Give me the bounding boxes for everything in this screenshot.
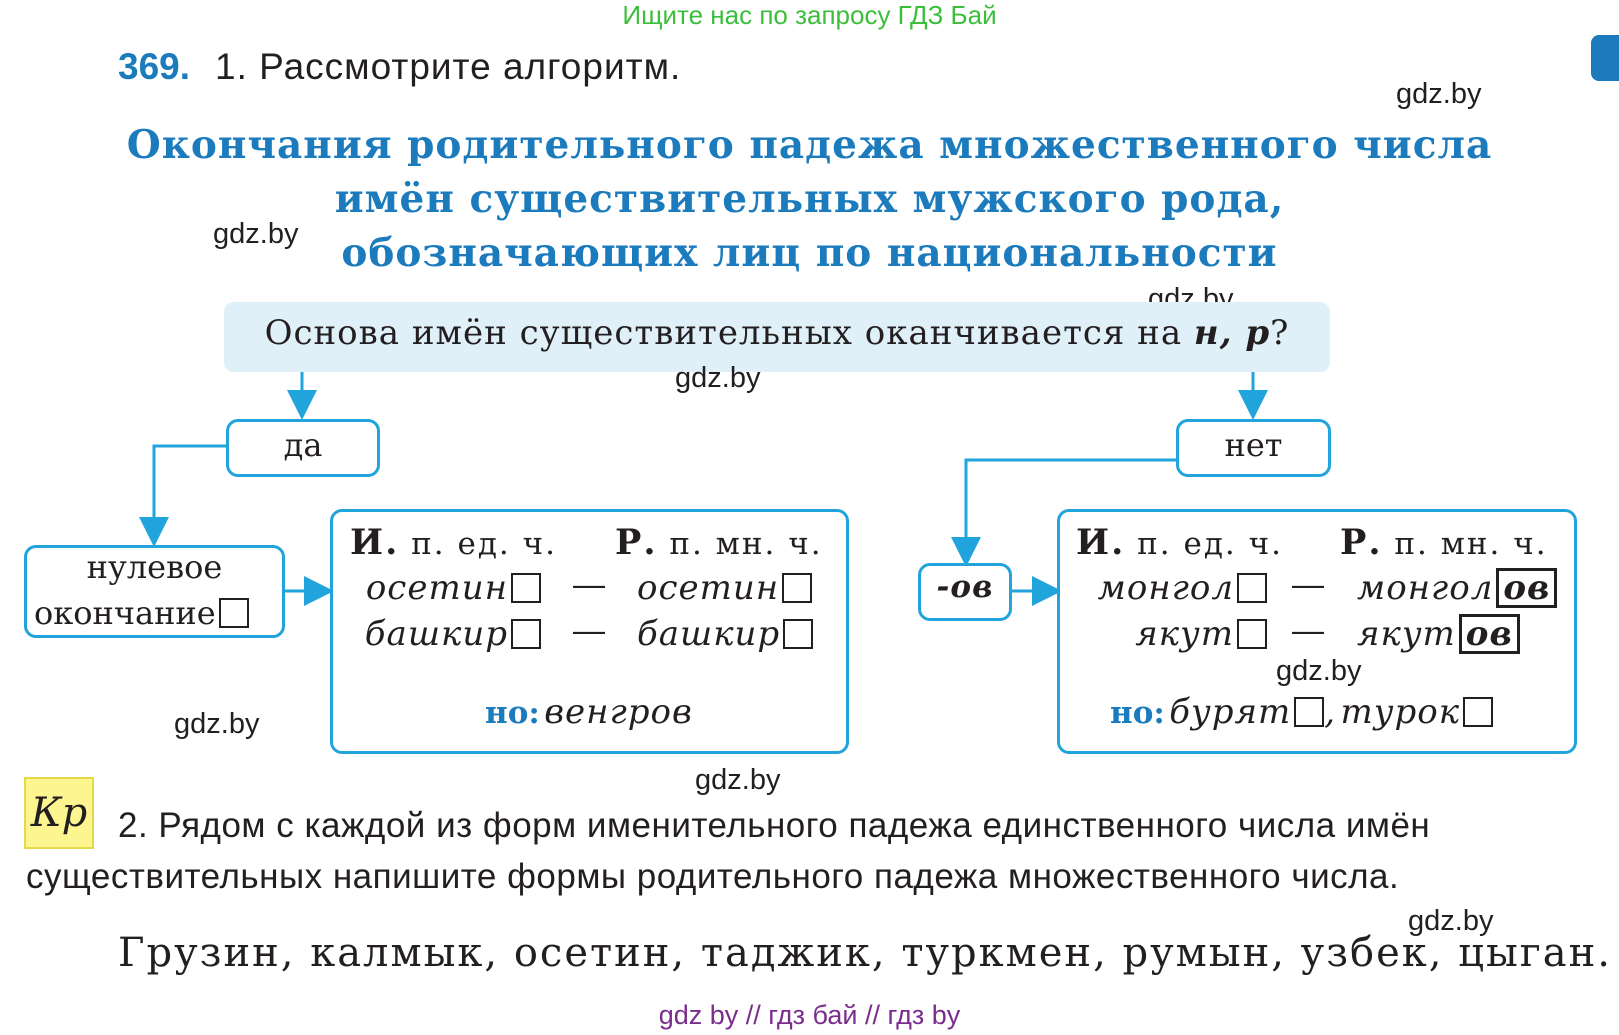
ending-square <box>783 619 814 649</box>
ending-square <box>511 619 541 649</box>
yes-box <box>226 419 380 477</box>
table-row: осетин <box>366 568 541 608</box>
right-hdr-gen-letter: Р. <box>1340 522 1383 563</box>
right-hdr-nom-letter: И. <box>1076 522 1126 563</box>
question-main: Основа имён существительных оканчивается… <box>264 313 1194 353</box>
title-line-3: обозначающих лиц по национальности <box>341 230 1278 276</box>
dash: — <box>1292 566 1324 602</box>
ending-square <box>1237 573 1267 603</box>
ending-square <box>218 598 249 628</box>
right-header-gen: Р. п. мн. ч. <box>1340 522 1548 563</box>
side-bookmark-tab <box>1591 35 1619 81</box>
table-row: башкир <box>365 614 541 654</box>
ending-square <box>1237 619 1267 649</box>
exception-label: но: <box>1110 695 1165 731</box>
ending-square <box>782 573 813 603</box>
no-box <box>1176 419 1331 477</box>
left-header-nom: И. п. ед. ч. <box>350 522 557 563</box>
word-gen: осетин <box>637 568 780 608</box>
question-letters: н, р <box>1193 313 1271 353</box>
ov-box <box>918 563 1012 621</box>
left-hdr-nom-letter: И. <box>350 522 400 563</box>
right-exception: но: бурят, турок <box>1110 692 1494 732</box>
no-label: нет <box>1224 426 1283 464</box>
footer-links[interactable]: gdz by // гдз бай // гдз by <box>658 1000 961 1030</box>
table-row: монгол <box>1098 568 1267 608</box>
ending-square <box>511 573 541 603</box>
left-header-gen: Р. п. мн. ч. <box>615 522 823 563</box>
zero-ending-word: окончание <box>34 594 216 632</box>
right-hdr-nom-rest: п. ед. ч. <box>1125 526 1283 562</box>
ending-filled: ов <box>1458 614 1520 654</box>
left-table-box <box>330 509 849 754</box>
right-hdr-gen-rest: п. мн. ч. <box>1382 526 1548 562</box>
ov-label: -ов <box>936 569 994 605</box>
title-line-1: Окончания родительного падежа множествен… <box>126 122 1493 168</box>
exception-word: венгров <box>544 692 693 732</box>
right-table-box <box>1057 509 1577 754</box>
watermark: gdz.by <box>1276 655 1362 687</box>
watermark: gdz.by <box>675 362 761 394</box>
exception-word: турок <box>1340 692 1461 732</box>
ending-filled: ов <box>1496 568 1558 608</box>
task-2-line-1: 2. Рядом с каждой из форм именительного … <box>118 806 1431 845</box>
word-gen: якут <box>1357 614 1456 654</box>
arrow-to-ov <box>951 458 1176 567</box>
watermark: gdz.by <box>1396 78 1482 110</box>
ending-square <box>1463 697 1494 727</box>
left-exception: но: венгров <box>485 692 693 732</box>
top-banner[interactable]: Ищите нас по запросу ГДЗ Бай <box>622 0 997 30</box>
dash: — <box>1292 612 1324 648</box>
zero-ending-line-2: окончание <box>34 594 249 632</box>
word-gen: монгол <box>1357 568 1494 608</box>
left-hdr-gen-rest: п. мн. ч. <box>657 526 823 562</box>
watermark: gdz.by <box>695 764 781 796</box>
exception-word: бурят <box>1169 692 1292 732</box>
exception-label: но: <box>485 695 540 731</box>
task-2-line-2: существительных напишите формы родительн… <box>26 857 1400 896</box>
table-row: осетин <box>637 568 813 608</box>
word-gen: башкир <box>637 614 781 654</box>
word-list: Грузин, калмык, осетин, таджик, туркмен,… <box>118 930 1612 976</box>
dash: — <box>573 566 605 602</box>
left-hdr-nom-rest: п. ед. ч. <box>399 526 557 562</box>
watermark: gdz.by <box>213 218 299 250</box>
word-nom: осетин <box>365 568 508 608</box>
question-text: Основа имён существительных оканчивается… <box>224 313 1330 353</box>
yes-label: да <box>283 426 323 464</box>
title-line-2: имён существительных мужского рода, <box>334 176 1285 222</box>
exercise-number: 369. <box>118 46 191 87</box>
right-header-nom: И. п. ед. ч. <box>1076 522 1283 563</box>
kr-badge-icon: Кр <box>24 777 94 849</box>
watermark: gdz.by <box>174 708 260 740</box>
word-nom: монгол <box>1097 568 1234 608</box>
word-nom: башкир <box>364 614 508 654</box>
table-row: якут <box>1135 614 1267 654</box>
question-box <box>224 302 1330 372</box>
watermark: gdz.by <box>1408 905 1494 937</box>
arrow-to-zero-ending <box>139 444 226 547</box>
zero-ending-line-1: нулевое <box>86 548 223 586</box>
table-row: башкир <box>637 614 814 654</box>
exception-separator: , <box>1324 692 1337 732</box>
question-mark: ? <box>1270 313 1290 353</box>
zero-ending-box <box>24 545 285 638</box>
word-nom: якут <box>1135 614 1234 654</box>
dash: — <box>573 612 605 648</box>
ending-square <box>1294 697 1325 727</box>
left-hdr-gen-letter: Р. <box>615 522 658 563</box>
task-1-text: 1. Рассмотрите алгоритм. <box>215 46 682 87</box>
